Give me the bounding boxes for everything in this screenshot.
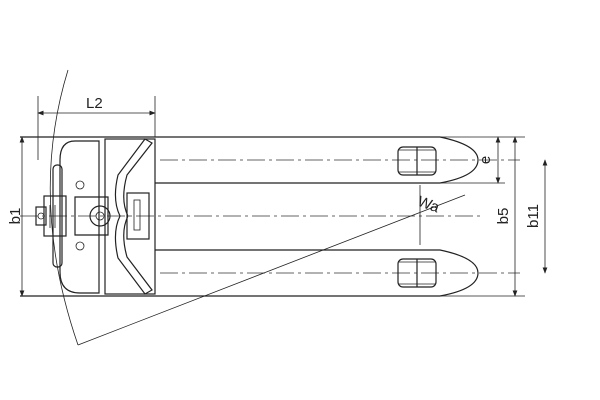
dimension-l2: L2 [37, 95, 156, 160]
turning-radius-wa: Wa [49, 69, 466, 346]
upper-load-wheel [397, 146, 437, 176]
dimension-e: e [440, 136, 505, 184]
lower-fork [155, 249, 520, 297]
b11-label: b11 [525, 204, 542, 228]
l2-label: L2 [86, 95, 103, 112]
upper-fork [155, 136, 520, 184]
b1-label: b1 [7, 208, 24, 225]
e-label: e [477, 156, 494, 164]
truck-body [20, 136, 156, 297]
b5-label: b5 [495, 208, 512, 225]
wa-label: Wa [415, 193, 442, 217]
dimension-b5: b5 [440, 136, 525, 297]
dimension-b11: b11 [525, 159, 548, 274]
dimension-b1: b1 [7, 136, 25, 297]
lower-load-wheel [397, 258, 437, 288]
